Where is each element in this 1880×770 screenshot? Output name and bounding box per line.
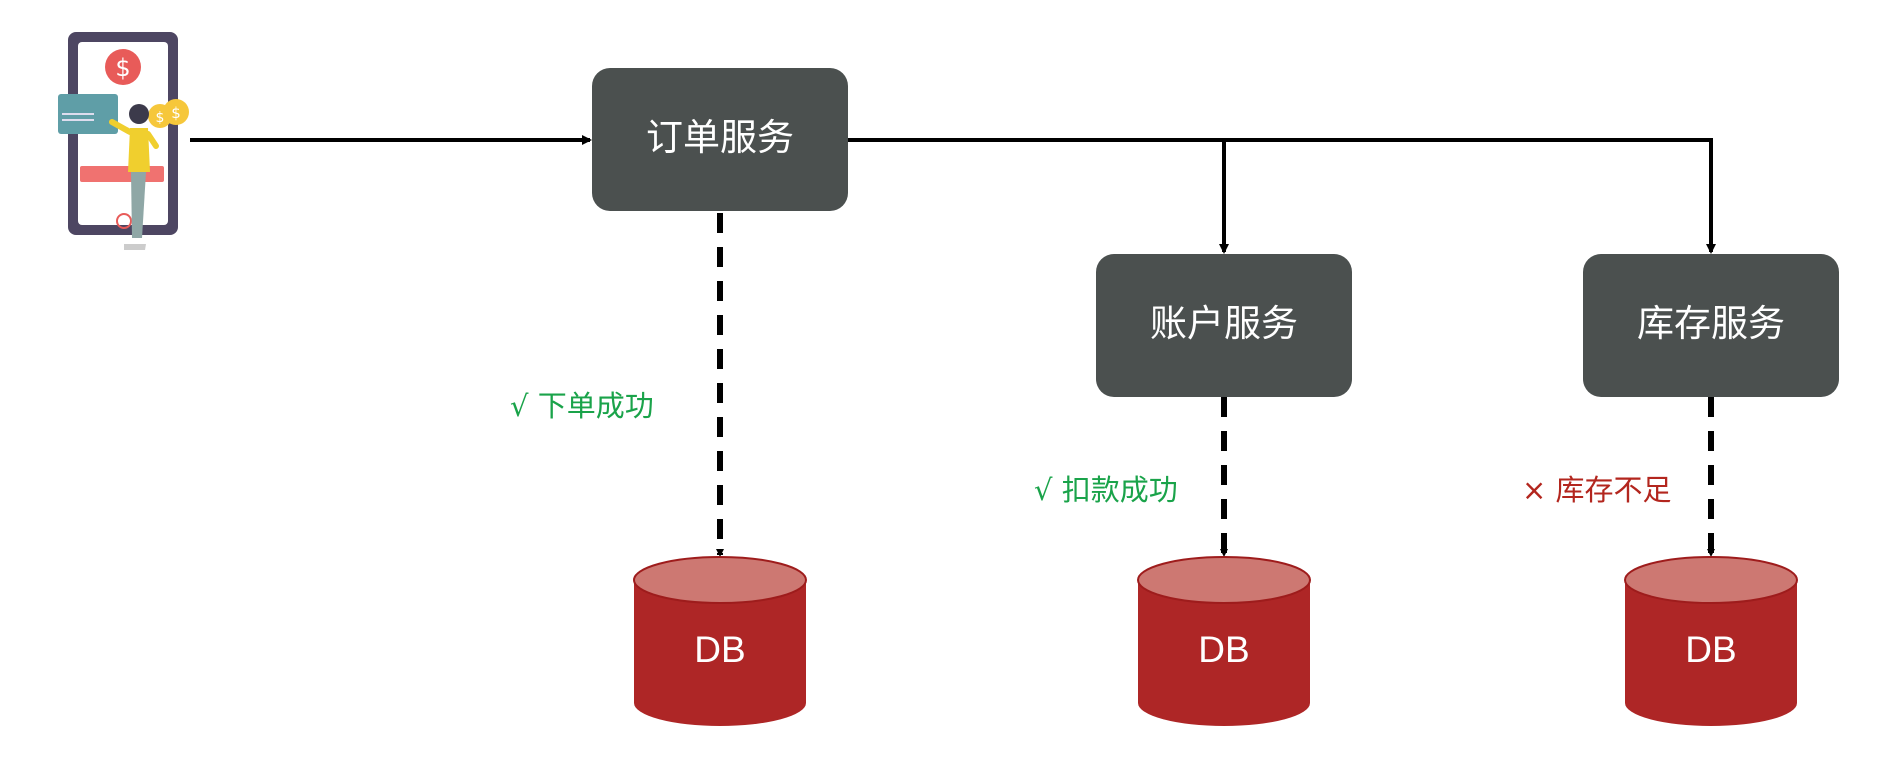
order-database: DB bbox=[633, 556, 807, 726]
order-service-label: 订单服务 bbox=[646, 116, 794, 159]
account-status-label: √ 扣款成功 bbox=[1034, 473, 1178, 507]
inventory-service-label: 库存服务 bbox=[1637, 302, 1785, 345]
account-db-label: DB bbox=[1198, 629, 1249, 670]
inventory-database: DB bbox=[1624, 556, 1798, 726]
inventory-status-label: × 库存不足 bbox=[1522, 473, 1672, 507]
svg-text:$: $ bbox=[171, 104, 181, 122]
inventory-db-label: DB bbox=[1685, 629, 1736, 670]
account-service-box: 账户服务 bbox=[1096, 254, 1352, 397]
svg-text:$: $ bbox=[156, 110, 165, 126]
order-status-label: √ 下单成功 bbox=[510, 389, 654, 423]
order-service-box: 订单服务 bbox=[592, 68, 848, 211]
mobile-payment-user-icon: $ $ $ bbox=[58, 32, 189, 250]
account-database: DB bbox=[1137, 556, 1311, 726]
svg-text:$: $ bbox=[115, 54, 130, 82]
connectors bbox=[190, 135, 1716, 557]
inventory-service-box: 库存服务 bbox=[1583, 254, 1839, 397]
order-db-label: DB bbox=[694, 629, 745, 670]
account-service-label: 账户服务 bbox=[1150, 302, 1298, 345]
